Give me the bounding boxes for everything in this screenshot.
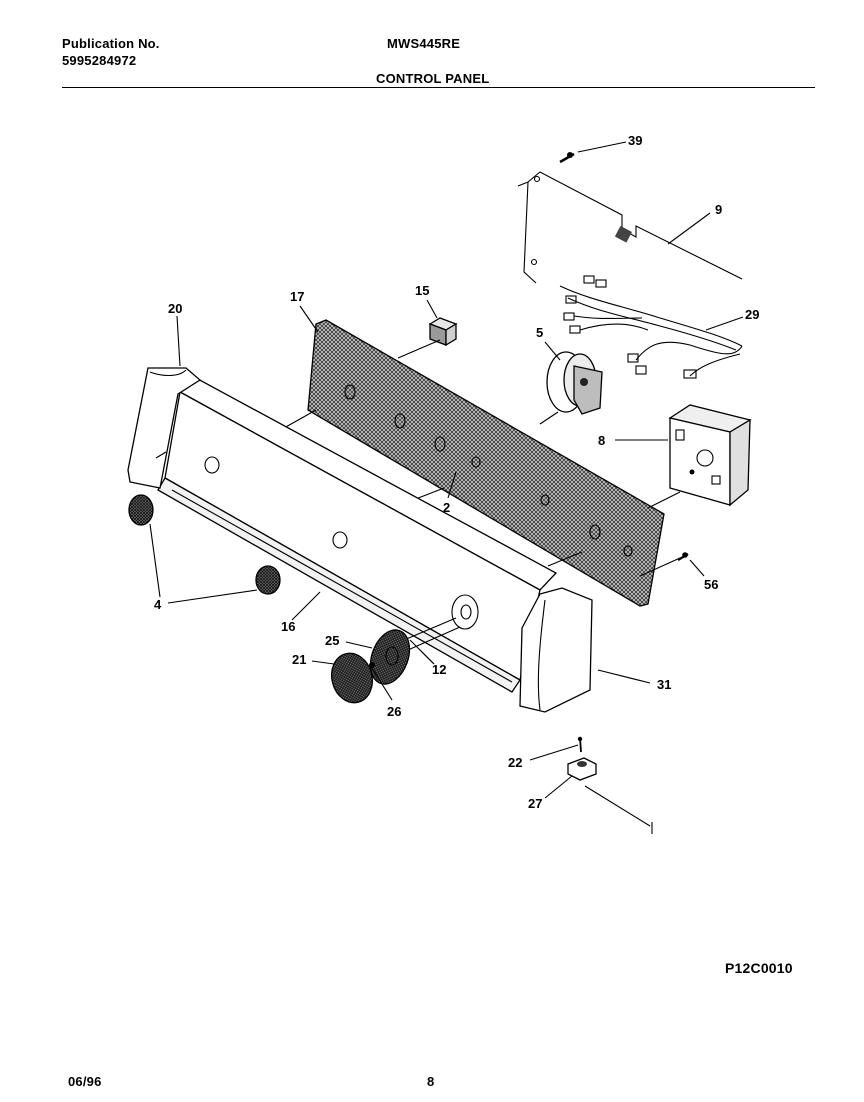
callout-12: 12 (432, 662, 446, 677)
publication-label: Publication No. (62, 36, 160, 51)
callout-25: 25 (325, 633, 339, 648)
model-number: MWS445RE (387, 36, 461, 51)
publication-number: 5995284972 (62, 53, 137, 68)
header-divider (62, 87, 815, 88)
page-number: 8 (427, 1074, 435, 1089)
screw-22 (577, 736, 583, 753)
screw-56 (677, 552, 689, 561)
callout-15: 15 (415, 283, 429, 298)
mesh-panel-17 (307, 319, 665, 607)
callout-29: 29 (745, 307, 759, 322)
knob-4-upper (128, 494, 154, 526)
wiring-harness (559, 275, 743, 379)
assembly-guide-lines (283, 339, 681, 577)
callout-21: 21 (292, 652, 306, 667)
left-end-cap-20 (127, 367, 202, 489)
switch-15 (428, 317, 458, 347)
dial-disc-25 (369, 629, 411, 685)
figure-code: P12C0010 (725, 960, 793, 976)
knob-4-lower (255, 565, 281, 595)
footer-date: 06/96 (68, 1074, 102, 1089)
rear-plate (517, 171, 743, 284)
callout-2: 2 (443, 500, 450, 515)
callout-27: 27 (528, 796, 542, 811)
callout-8: 8 (598, 433, 605, 448)
right-end-cap-31 (519, 587, 593, 713)
callout-56: 56 (704, 577, 718, 592)
callout-16: 16 (281, 619, 295, 634)
callout-26: 26 (387, 704, 401, 719)
callout-31: 31 (657, 677, 671, 692)
callout-22: 22 (508, 755, 522, 770)
screw-39 (559, 152, 575, 164)
knob-21 (330, 652, 374, 704)
callout-17: 17 (290, 289, 304, 304)
leader-lines (149, 141, 744, 799)
callout-39: 39 (628, 133, 642, 148)
bracket-27 (567, 757, 653, 834)
control-box-8 (668, 404, 752, 507)
callout-9: 9 (715, 202, 722, 217)
timer-5 (539, 351, 603, 425)
spring-26 (369, 662, 375, 668)
callout-20: 20 (168, 301, 182, 316)
console-front-16 (157, 377, 558, 693)
callout-5: 5 (536, 325, 543, 340)
callout-4: 4 (154, 597, 162, 612)
section-title: CONTROL PANEL (376, 71, 490, 86)
